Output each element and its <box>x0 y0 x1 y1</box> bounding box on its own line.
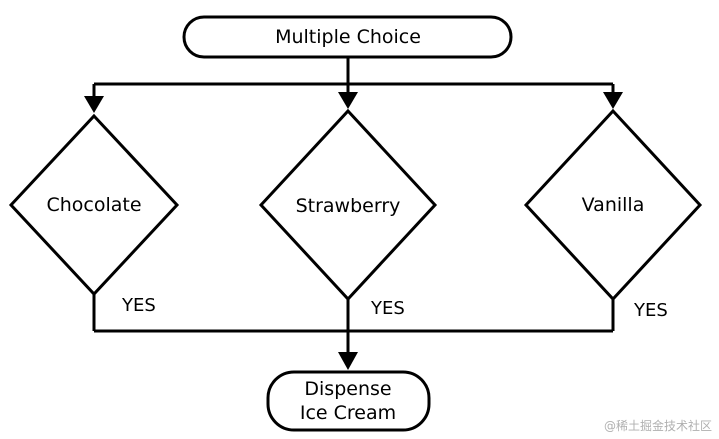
start-connectors <box>84 57 623 113</box>
dispense-label-line1: Dispense <box>304 378 391 400</box>
strawberry-label: Strawberry <box>296 195 401 217</box>
decision-vanilla: Vanilla <box>523 108 703 302</box>
strawberry-diamond <box>258 108 438 302</box>
arrow-to-vanilla <box>603 92 623 109</box>
arrow-to-strawberry <box>338 92 358 109</box>
yes-label-strawberry: YES <box>370 298 405 319</box>
start-node: Multiple Choice <box>182 15 513 59</box>
dispense-terminator-shape <box>266 370 431 432</box>
decision-chocolate: Chocolate <box>8 113 180 297</box>
vanilla-diamond <box>523 108 703 302</box>
chocolate-diamond <box>8 113 180 297</box>
yes-connectors <box>92 294 615 370</box>
decision-strawberry: Strawberry <box>258 108 438 302</box>
chocolate-label: Chocolate <box>46 194 141 216</box>
start-label: Multiple Choice <box>275 26 421 48</box>
dispense-label-line2: Ice Cream <box>300 402 396 424</box>
dispense-node: Dispense Ice Cream <box>266 370 431 432</box>
yes-label-vanilla: YES <box>633 300 668 321</box>
start-terminator-shape <box>182 15 513 59</box>
arrow-to-chocolate <box>84 96 104 113</box>
vanilla-label: Vanilla <box>582 194 645 216</box>
arrow-to-dispense <box>338 352 358 370</box>
watermark-text: @稀土掘金技术社区 <box>604 418 712 433</box>
yes-label-chocolate: YES <box>121 295 156 316</box>
